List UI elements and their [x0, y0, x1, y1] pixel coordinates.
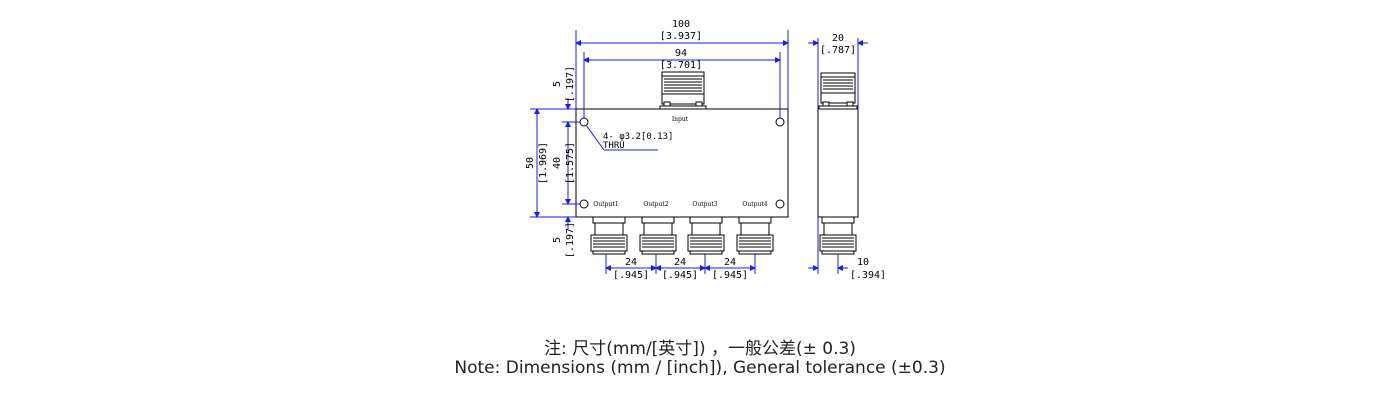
dim-top-margin-mm: 5 [552, 81, 563, 87]
dim-pitch-2-mm: 24 [674, 257, 686, 268]
output-port-label-4: Output4 [742, 201, 767, 208]
output-port-label-2: Output2 [643, 201, 668, 208]
input-port-label: Input [672, 116, 689, 123]
mounting-hole-br [775, 199, 785, 209]
dim-hole-spacing-in: [3.701] [660, 60, 702, 71]
dim-pitch-1-in: [.945] [613, 270, 649, 281]
dim-body-height-in: [1.969] [538, 142, 549, 184]
output-connector-3 [687, 216, 725, 255]
output-connector-2 [639, 216, 677, 255]
hole-callout-line1: 4- φ3.2[0.13] [603, 132, 673, 142]
dim-side-offset-mm: 10 [857, 257, 869, 268]
dim-body-height-mm: 50 [525, 157, 536, 169]
dim-top-margin-in: [.197] [565, 66, 576, 102]
dim-pitch-3-in: [.945] [712, 270, 748, 281]
dim-hole-spacing-mm: 94 [675, 48, 687, 59]
dim-hole-vertical-mm: 40 [552, 157, 563, 169]
dim-bottom-margin-in: [.197] [565, 222, 576, 258]
hole-callout-line2: THRU [603, 141, 625, 151]
side-top-connector [818, 72, 858, 110]
dimension-lines [530, 30, 868, 274]
dim-pitch-2-in: [.945] [662, 270, 698, 281]
front-body [575, 108, 789, 218]
side-bottom-connector [819, 216, 857, 255]
drawing: Input [525, 19, 886, 281]
input-connector [659, 71, 707, 110]
dim-pitch-3-mm: 24 [724, 257, 736, 268]
side-view [817, 72, 859, 255]
dim-pitch-1-mm: 24 [625, 257, 637, 268]
dim-hole-vertical-in: [1.575] [565, 142, 576, 184]
output-port-label-1: Output1 [593, 201, 618, 208]
callout-leader [585, 124, 605, 151]
note-chinese: 注: 尺寸(mm/[英寸]) ，一般公差(± 0.3) [544, 339, 856, 359]
dim-side-offset-in: [.394] [850, 270, 886, 281]
side-body [817, 108, 859, 218]
dim-overall-width-mm: 100 [672, 19, 690, 30]
dim-thickness-in: [.787] [820, 45, 856, 56]
output-connector-1 [590, 216, 628, 255]
dim-bottom-margin-mm: 5 [552, 237, 563, 243]
front-view: Input [575, 71, 789, 255]
dim-thickness-mm: 20 [832, 33, 844, 44]
note-english: Note: Dimensions (mm / [inch]), General … [454, 358, 946, 378]
output-connector-4 [736, 216, 774, 255]
output-port-label-3: Output3 [692, 201, 717, 208]
dim-overall-width-in: [3.937] [660, 31, 702, 42]
